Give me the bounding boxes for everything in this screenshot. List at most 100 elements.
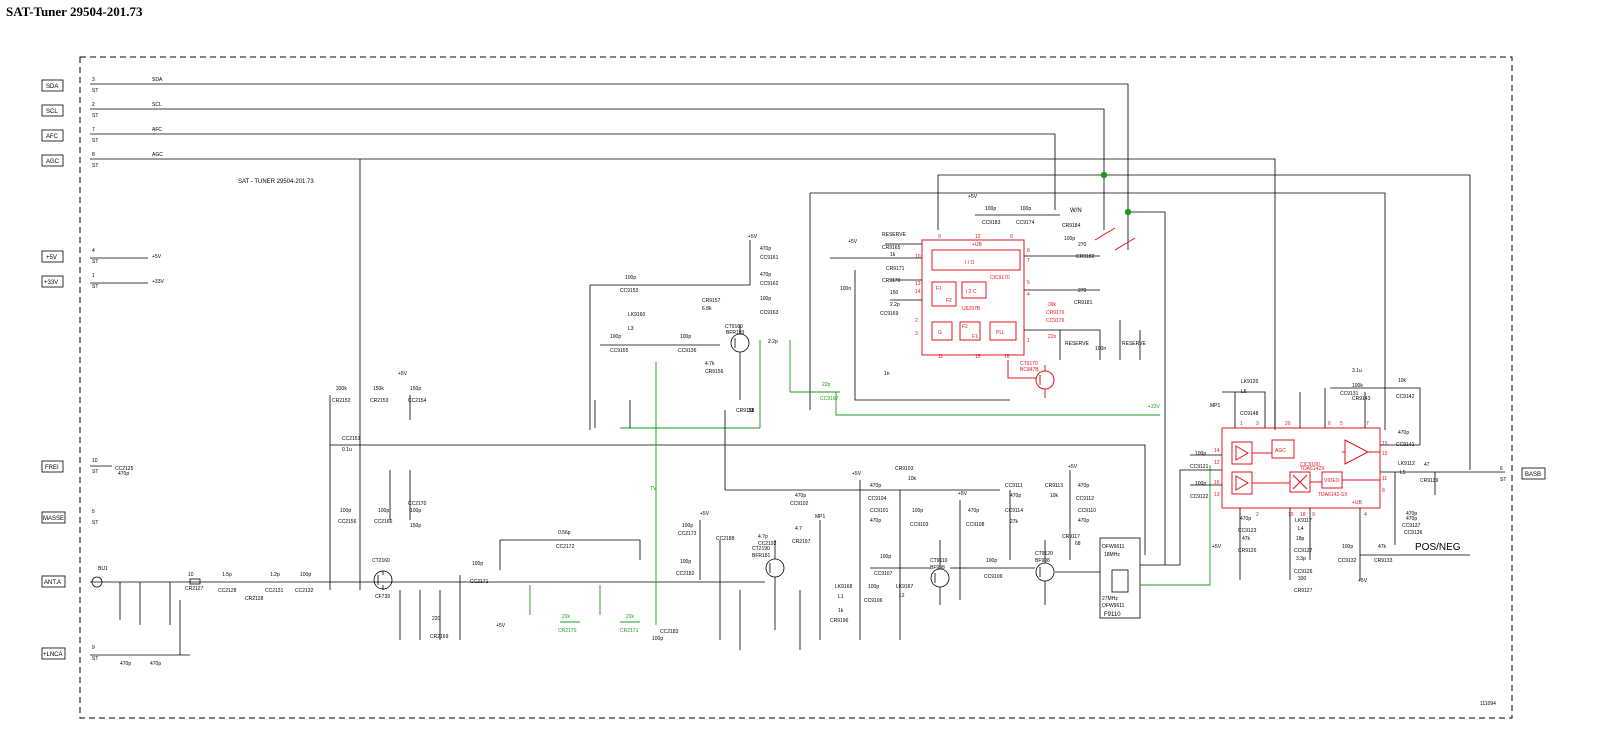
- svg-text:47k: 47k: [1378, 544, 1387, 550]
- svg-text:470p: 470p: [1240, 516, 1251, 522]
- svg-text:CT9110: CT9110: [930, 558, 948, 564]
- svg-text:3.1u: 3.1u: [1352, 368, 1362, 374]
- svg-text:100p: 100p: [868, 584, 879, 590]
- svg-text:CC9112: CC9112: [1076, 496, 1094, 502]
- svg-text:ST: ST: [92, 284, 98, 290]
- svg-text:VIDEO: VIDEO: [1324, 478, 1340, 484]
- connector-plus5v: +5V 4 ST +5V: [41, 248, 162, 265]
- svg-text:CC9183: CC9183: [982, 220, 1001, 226]
- svg-text:4.7k: 4.7k: [705, 361, 715, 367]
- svg-text:ST: ST: [92, 88, 98, 94]
- svg-text:L4: L4: [1298, 526, 1304, 532]
- svg-text:CC2170: CC2170: [408, 501, 427, 507]
- svg-text:100p: 100p: [340, 508, 351, 514]
- svg-text:14: 14: [1214, 448, 1220, 454]
- svg-text:CR2128: CR2128: [245, 596, 264, 602]
- svg-text:CR2197: CR2197: [792, 539, 811, 545]
- svg-text:4.7: 4.7: [795, 526, 802, 532]
- svg-text:100p: 100p: [300, 572, 311, 578]
- svg-text:13: 13: [1214, 492, 1220, 498]
- svg-text:22n: 22n: [1048, 334, 1057, 340]
- svg-text:11: 11: [1382, 476, 1387, 482]
- svg-text:CC9161: CC9161: [760, 255, 779, 261]
- svg-text:CC9163: CC9163: [760, 310, 779, 316]
- svg-text:1: 1: [92, 273, 95, 279]
- svg-text:OFW9611: OFW9611: [1102, 544, 1125, 550]
- svg-text:18MHz: 18MHz: [1104, 552, 1120, 558]
- svg-text:+UB: +UB: [972, 242, 983, 248]
- svg-text:L1: L1: [838, 594, 844, 600]
- svg-text:15: 15: [975, 354, 981, 360]
- svg-text:+5V: +5V: [398, 371, 408, 377]
- svg-text:CT9160: CT9160: [725, 324, 743, 330]
- svg-text:CC2188: CC2188: [716, 536, 735, 542]
- svg-text:4: 4: [1027, 292, 1030, 298]
- svg-text:TDA6142X: TDA6142X: [1300, 466, 1325, 472]
- svg-text:1.5p: 1.5p: [222, 572, 232, 578]
- pll-periphery: +5V RESERVE CR9165 1k CR9171 CR9170 150 …: [830, 194, 1160, 410]
- svg-text:CT2190: CT2190: [752, 546, 770, 552]
- svg-text:SCL: SCL: [152, 102, 162, 108]
- svg-text:ANT.A: ANT.A: [44, 580, 61, 586]
- svg-text:3: 3: [1256, 421, 1259, 427]
- svg-text:ST: ST: [92, 163, 98, 169]
- inner-title: SAT - TUNER 29504-201.73: [238, 179, 314, 185]
- svg-text:CC2156: CC2156: [338, 519, 357, 525]
- svg-text:47k: 47k: [1242, 536, 1251, 542]
- svg-text:100p: 100p: [680, 334, 691, 340]
- svg-text:270: 270: [1078, 288, 1087, 294]
- svg-text:CF739: CF739: [375, 594, 390, 600]
- svg-text:CR9139: CR9139: [1420, 478, 1439, 484]
- svg-text:BFR181: BFR181: [752, 553, 771, 559]
- svg-text:F2: F2: [946, 298, 952, 304]
- svg-text:CIC9170: CIC9170: [990, 275, 1010, 281]
- svg-text:6.8k: 6.8k: [702, 306, 712, 312]
- svg-text:470p: 470p: [1406, 516, 1417, 522]
- svg-text:7: 7: [1366, 421, 1369, 427]
- svg-text:100p: 100p: [1064, 236, 1075, 242]
- svg-text:150k: 150k: [373, 386, 384, 392]
- page-title: SAT-Tuner 29504-201.73: [6, 4, 143, 19]
- svg-text:100p: 100p: [1342, 544, 1353, 550]
- svg-text:11: 11: [938, 354, 943, 360]
- svg-text:19: 19: [1288, 512, 1294, 518]
- svg-text:CR9176: CR9176: [1046, 310, 1065, 316]
- svg-text:BFR193: BFR193: [726, 330, 745, 336]
- svg-text:CR2152: CR2152: [332, 398, 351, 404]
- svg-text:LK9126: LK9126: [1241, 379, 1258, 385]
- svg-text:CC2151: CC2151: [342, 436, 361, 442]
- svg-text:8: 8: [92, 152, 95, 158]
- svg-text:100p: 100p: [880, 554, 891, 560]
- svg-text:CR9171: CR9171: [886, 266, 905, 272]
- svg-text:470p: 470p: [968, 508, 979, 514]
- svg-text:AFC: AFC: [46, 134, 59, 140]
- svg-text:ST: ST: [1500, 477, 1506, 483]
- svg-text:CT9120: CT9120: [1035, 551, 1053, 557]
- svg-text:TDA6142-SX: TDA6142-SX: [1318, 492, 1348, 498]
- svg-text:1k: 1k: [890, 252, 896, 258]
- svg-text:470p: 470p: [120, 661, 131, 667]
- svg-text:CC9153: CC9153: [620, 288, 639, 294]
- tv-trace: TV 22p CC9167: [620, 340, 1160, 625]
- svg-text:F9110: F9110: [1104, 612, 1121, 618]
- svg-text:5: 5: [1027, 280, 1030, 286]
- saw-filter-f9110: OFW9611 18MHz 27MHz OFW9611 F9110: [1099, 465, 1222, 619]
- svg-text:100p: 100p: [1195, 481, 1206, 487]
- svg-text:CR9158: CR9158: [736, 408, 755, 414]
- svg-text:470p: 470p: [1078, 518, 1089, 524]
- svg-text:LK9117: LK9117: [1295, 518, 1312, 524]
- svg-text:100p: 100p: [1195, 451, 1206, 457]
- svg-text:100p: 100p: [1020, 206, 1031, 212]
- svg-text:100p: 100p: [986, 558, 997, 564]
- svg-text:+5V: +5V: [46, 255, 57, 261]
- svg-text:9: 9: [92, 645, 95, 651]
- svg-text:470p: 470p: [760, 246, 771, 252]
- svg-text:39k: 39k: [1048, 302, 1057, 308]
- svg-text:CC9126: CC9126: [1294, 569, 1313, 575]
- antenna-input-section: BU1 10 CR2127 1.5p CC2128 1.2p CC2131 10…: [91, 466, 314, 667]
- svg-text:20: 20: [1285, 421, 1291, 427]
- if-ic-periphery: LK9126 L6 CC9148 MP1 100p CC9121 100p CC…: [1190, 368, 1470, 594]
- board-outline: [79, 56, 1513, 719]
- svg-text:AGC: AGC: [1275, 448, 1286, 454]
- svg-text:CC9101: CC9101: [870, 508, 889, 514]
